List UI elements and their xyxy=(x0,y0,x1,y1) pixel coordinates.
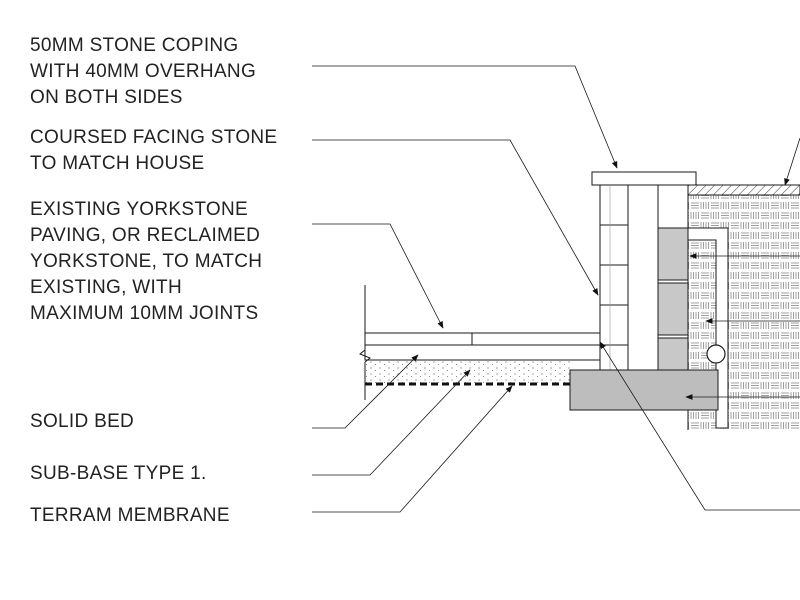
sub-base xyxy=(365,360,570,384)
break-line xyxy=(359,285,371,400)
inner-block xyxy=(627,184,659,371)
label-solid-bed: SOLID BED xyxy=(30,411,135,432)
drain-pipe xyxy=(706,344,726,364)
label-terram-membrane: TERRAM MEMBRANE xyxy=(30,505,230,526)
blockwork xyxy=(657,227,689,371)
label-paving: EXISTING YORKSTONE PAVING, OR RECLAIMED … xyxy=(30,199,263,324)
leader-lines xyxy=(312,65,800,513)
house-top-hatch xyxy=(687,184,800,196)
paving-layer xyxy=(364,332,601,346)
label-facing-stone: COURSED FACING STONE TO MATCH HOUSE xyxy=(30,127,278,174)
label-coping: 50MM STONE COPING WITH 40MM OVERHANG ON … xyxy=(30,35,257,108)
solid-bed xyxy=(364,344,601,361)
label-sub-base: SUB-BASE TYPE 1. xyxy=(30,463,207,484)
concrete-foundation xyxy=(569,369,719,411)
stone-coping xyxy=(591,171,697,186)
facing-stone-courses xyxy=(599,184,629,371)
